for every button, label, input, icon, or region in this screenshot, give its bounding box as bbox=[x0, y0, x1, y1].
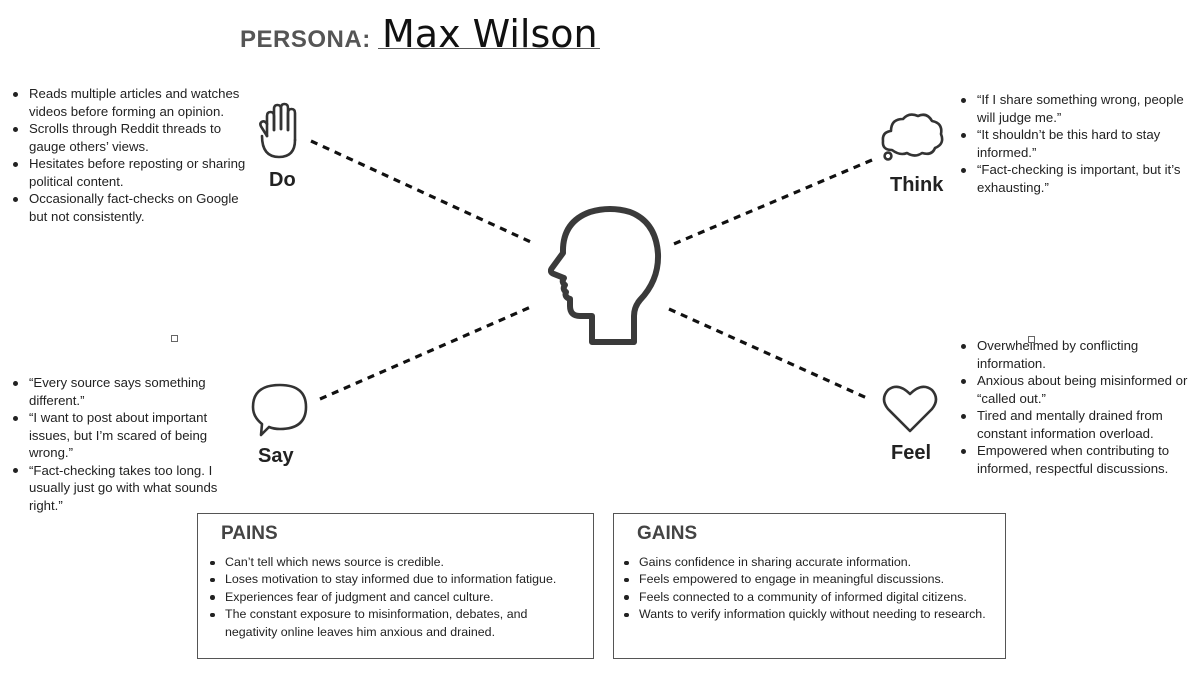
connector-feel bbox=[668, 307, 870, 401]
connector-do bbox=[310, 139, 534, 245]
hand-icon bbox=[259, 102, 297, 159]
pains-title: PAINS bbox=[221, 523, 278, 544]
say-item: “Every source says something different.” bbox=[12, 374, 234, 409]
do-label: Do bbox=[269, 169, 296, 191]
pain-item: Can’t tell which news source is credible… bbox=[209, 554, 579, 571]
say-label: Say bbox=[258, 445, 294, 467]
gains-list: Gains confidence in sharing accurate inf… bbox=[623, 554, 1001, 624]
thought-cloud-icon bbox=[881, 113, 944, 161]
connector-say bbox=[319, 304, 534, 401]
gain-item: Feels connected to a community of inform… bbox=[623, 589, 1001, 606]
feel-label: Feel bbox=[891, 442, 932, 464]
think-list: “If I share something wrong, people will… bbox=[960, 91, 1192, 196]
heart-icon bbox=[882, 385, 938, 433]
think-item: “If I share something wrong, people will… bbox=[960, 91, 1192, 126]
do-item: Reads multiple articles and watches vide… bbox=[12, 85, 248, 120]
say-list: “Every source says something different.”… bbox=[12, 374, 234, 514]
gains-box: GAINS Gains confidence in sharing accura… bbox=[613, 513, 1006, 659]
head-profile-icon bbox=[548, 206, 662, 345]
do-item: Occasionally fact-checks on Google but n… bbox=[12, 190, 248, 225]
feel-item: Overwhelmed by conflicting information. bbox=[960, 337, 1192, 372]
pains-box: PAINS Can’t tell which news source is cr… bbox=[197, 513, 594, 659]
persona-label: PERSONA: bbox=[240, 26, 371, 53]
pain-item: The constant exposure to misinformation,… bbox=[209, 606, 579, 641]
pains-list: Can’t tell which news source is credible… bbox=[209, 554, 579, 641]
do-item: Scrolls through Reddit threads to gauge … bbox=[12, 120, 248, 155]
persona-name-underline bbox=[378, 48, 600, 49]
think-label: Think bbox=[890, 174, 944, 196]
gain-item: Gains confidence in sharing accurate inf… bbox=[623, 554, 1001, 571]
do-item: Hesitates before reposting or sharing po… bbox=[12, 155, 248, 190]
feel-item: Tired and mentally drained from constant… bbox=[960, 407, 1192, 442]
resize-handle[interactable] bbox=[171, 335, 178, 342]
do-list: Reads multiple articles and watches vide… bbox=[12, 85, 248, 225]
resize-handle[interactable] bbox=[1028, 336, 1035, 343]
say-item: “I want to post about important issues, … bbox=[12, 409, 234, 462]
persona-name[interactable]: Max Wilson bbox=[382, 12, 598, 56]
connector-think bbox=[668, 158, 873, 248]
feel-item: Empowered when contributing to informed,… bbox=[960, 442, 1192, 477]
say-item: “Fact-checking takes too long. I usually… bbox=[12, 462, 234, 515]
speech-bubble-icon bbox=[251, 383, 308, 437]
pain-item: Experiences fear of judgment and cancel … bbox=[209, 589, 579, 606]
think-item: “It shouldn’t be this hard to stay infor… bbox=[960, 126, 1192, 161]
feel-item: Anxious about being misinformed or “call… bbox=[960, 372, 1192, 407]
pain-item: Loses motivation to stay informed due to… bbox=[209, 571, 579, 588]
think-item: “Fact-checking is important, but it’s ex… bbox=[960, 161, 1192, 196]
gain-item: Feels empowered to engage in meaningful … bbox=[623, 571, 1001, 588]
gains-title: GAINS bbox=[637, 523, 698, 544]
gain-item: Wants to verify information quickly with… bbox=[623, 606, 1001, 623]
feel-list: Overwhelmed by conflicting information.A… bbox=[960, 337, 1192, 477]
